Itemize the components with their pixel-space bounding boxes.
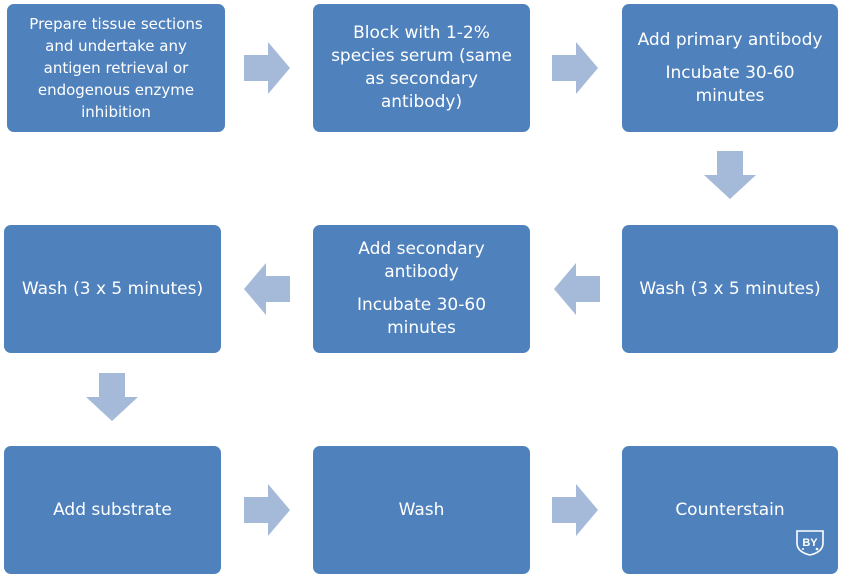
step-secondary-box: Add secondary antibody Incubate 30-60 mi…: [313, 225, 530, 353]
step-substrate-box: Add substrate: [4, 446, 221, 574]
step-wash1-box: Wash (3 x 5 minutes): [622, 225, 838, 353]
step-prepare-line-4: endogenous enzyme: [37, 81, 195, 99]
step-block-line-2: species serum (same: [331, 46, 512, 66]
step-prepare-box: Prepare tissue sections and undertake an…: [7, 4, 225, 132]
step-counterstain-box: Counterstain: [622, 446, 838, 574]
shield-logo-icon: BY: [795, 528, 825, 556]
step-wash3-box: Wash: [313, 446, 530, 574]
step-wash2-line-1: Wash (3 x 5 minutes): [21, 278, 204, 299]
step-wash1-line-1: Wash (3 x 5 minutes): [639, 278, 821, 299]
step-primary-line-2: Incubate 30-60: [665, 62, 795, 83]
step-secondary-line-1: Add secondary: [358, 239, 485, 259]
step-block-box: Block with 1-2% species serum (same as s…: [313, 4, 530, 132]
step-secondary-line-4: minutes: [387, 318, 456, 338]
step-prepare-line-5: inhibition: [81, 103, 151, 121]
step-prepare-line-2: and undertake any: [45, 37, 187, 55]
step-block-line-3: as secondary antibody): [365, 69, 478, 112]
step-primary-line-3: minutes: [695, 85, 765, 106]
step-block-line-1: Block with 1-2%: [353, 23, 490, 43]
logo-text: BY: [802, 537, 818, 549]
step-primary-box: Add primary antibody Incubate 30-60 minu…: [622, 4, 838, 132]
step-wash3-line-1: Wash: [398, 499, 445, 520]
step-wash2-box: Wash (3 x 5 minutes): [4, 225, 221, 353]
step-primary-line-1: Add primary antibody: [637, 29, 823, 50]
step-secondary-line-2: antibody: [384, 262, 459, 282]
step-counterstain-line-1: Counterstain: [675, 499, 785, 520]
step-substrate-line-1: Add substrate: [53, 499, 172, 520]
step-prepare-line-1: Prepare tissue sections: [29, 15, 203, 33]
step-prepare-line-3: antigen retrieval or: [43, 59, 189, 77]
step-secondary-line-3: Incubate 30-60: [356, 295, 487, 315]
